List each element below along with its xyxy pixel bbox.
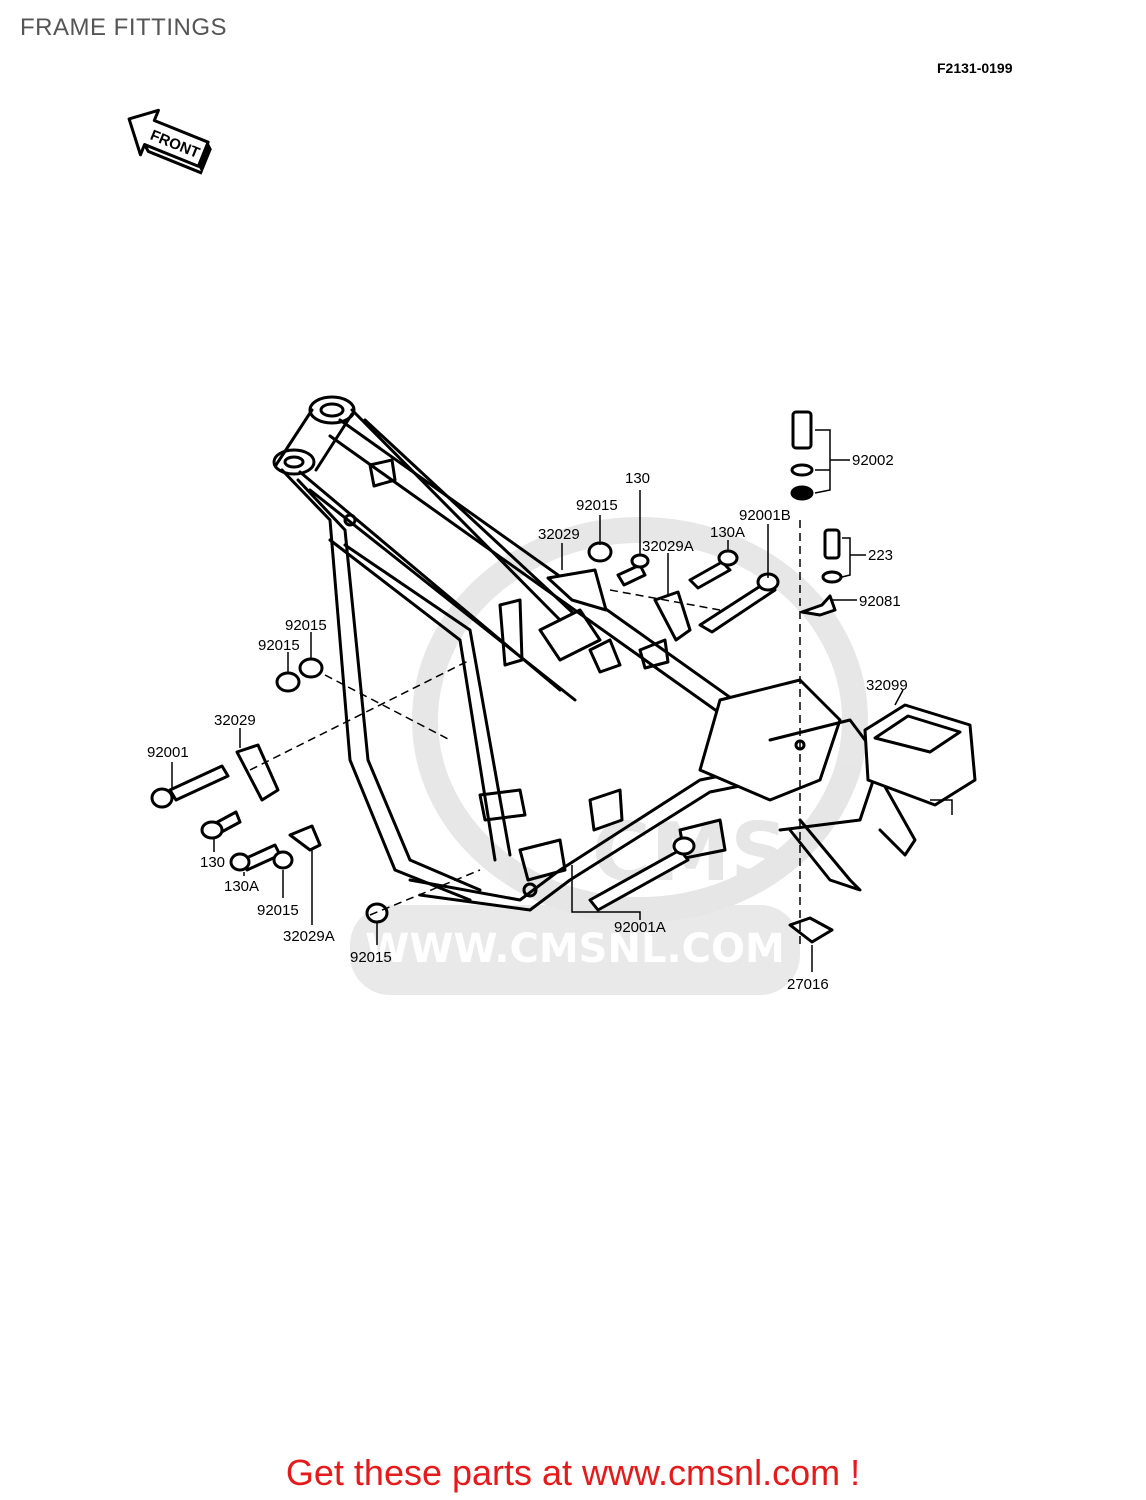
get-parts-link[interactable]: Get these parts at www.cmsnl.com ! xyxy=(285,1452,861,1493)
bolt-92001A xyxy=(588,848,690,912)
bolt-130-top xyxy=(616,563,647,587)
bolt-92001-left xyxy=(168,764,230,802)
parts xyxy=(150,410,977,944)
figure-code: F2131-0199 xyxy=(937,60,1013,76)
callout-32029A-top: 32029A xyxy=(642,538,694,555)
bolt-92001B xyxy=(698,583,777,634)
callout-92015-left-a: 92015 xyxy=(285,617,327,634)
callout-92015-top: 92015 xyxy=(576,497,618,514)
page-title: FRAME FITTINGS xyxy=(20,14,227,41)
callout-92015-left-b: 92015 xyxy=(258,637,300,654)
bolt-223 xyxy=(823,528,841,560)
callout-27016: 27016 xyxy=(787,976,829,993)
nut-92015-bottom xyxy=(272,850,294,870)
callout-92001-left: 92001 xyxy=(147,744,189,761)
nut-92015-top xyxy=(587,541,613,563)
leader-lines xyxy=(171,429,953,972)
callout-92001B: 92001B xyxy=(739,507,791,524)
watermark-url: WWW.CMSNL.COM xyxy=(365,926,785,972)
bracket-32029A-top xyxy=(653,590,692,642)
callout-92081: 92081 xyxy=(859,593,901,610)
callout-labels: 92002 223 92081 32099 92001B 130 130A 92… xyxy=(147,452,908,993)
callout-92015-bottom: 92015 xyxy=(257,902,299,919)
clamp-92081 xyxy=(800,594,837,617)
front-arrow-icon: FRONT xyxy=(127,108,212,175)
callout-32029A-bottom: 32029A xyxy=(283,928,335,945)
nut-92015-left-a xyxy=(275,671,301,693)
callout-130-top: 130 xyxy=(625,470,650,487)
callout-92002: 92002 xyxy=(852,452,894,469)
bracket-32029A-bottom xyxy=(288,824,322,852)
callout-92001A: 92001A xyxy=(614,919,666,936)
callout-32029-left: 32029 xyxy=(214,712,256,729)
bracket-32029-left xyxy=(235,743,280,802)
callout-32029-top: 32029 xyxy=(538,526,580,543)
bolt-92002 xyxy=(791,410,813,450)
callout-223: 223 xyxy=(868,547,893,564)
bracket-32029-top xyxy=(546,568,608,612)
watermark-badge xyxy=(350,905,800,995)
nut-92015-left-b xyxy=(298,657,324,679)
frame-structure xyxy=(272,395,917,912)
callout-130-bottom: 130 xyxy=(200,854,225,871)
callout-130A-bottom: 130A xyxy=(224,878,259,895)
callout-32099: 32099 xyxy=(866,677,908,694)
bolt-130A-top xyxy=(688,560,732,590)
callout-92015-bottom-center: 92015 xyxy=(350,949,392,966)
callout-130A-top: 130A xyxy=(710,524,745,541)
nut-92015-bottom-center xyxy=(365,902,389,924)
